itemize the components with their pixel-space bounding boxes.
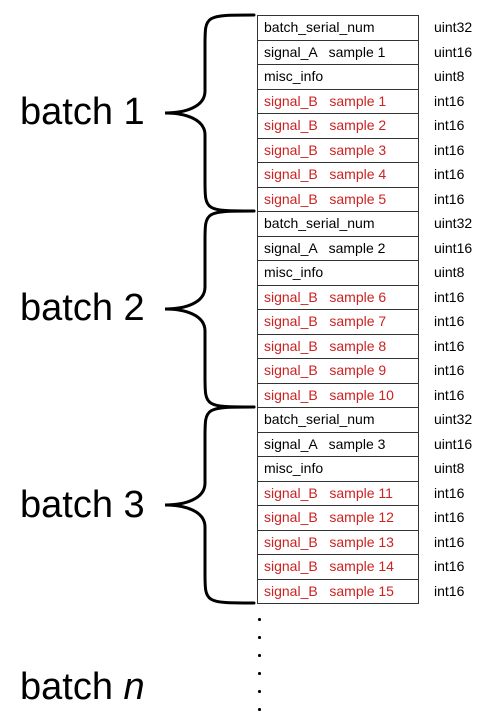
field-name: signal_A sample 3 [264,435,386,452]
table-row: signal_B sample 7 int16 [257,310,464,335]
field-name: signal_B sample 8 [264,337,387,354]
field-dtype: int16 [434,509,465,525]
field-dtype: int16 [434,313,465,329]
field-dtype: uint8 [434,68,465,84]
field-dtype: int16 [434,141,465,158]
field-dtype: uint32 [434,19,473,35]
field-dtype: int16 [434,558,465,574]
batch-label-n: batch n [20,668,145,706]
table-row: signal_B sample 11 int16 [257,481,464,506]
table-row: signal_B sample 10 int16 [257,383,464,408]
field-name: batch_serial_num [264,19,375,35]
batch-label-3: batch 3 [20,484,145,526]
table-row: batch_serial_num uint32 [257,408,472,433]
field-dtype: int16 [434,337,465,354]
field-dtype: int16 [434,190,465,207]
field-dtype: uint32 [434,411,473,427]
field-dtype: uint16 [434,435,473,452]
field-name: signal_B sample 15 [264,582,394,599]
field-dtype: int16 [434,117,465,133]
field-name: signal_B sample 6 [264,288,387,305]
field-dtype: int16 [434,92,465,109]
brace-batch-2 [164,209,256,409]
field-name: signal_A sample 1 [264,43,386,60]
field-dtype: uint16 [434,239,473,256]
table-row: batch_serial_num uint32 [257,212,472,237]
field-name: batch_serial_num [264,215,375,231]
field-dtype: int16 [434,533,465,550]
table-row: batch_serial_num uint32 [257,16,472,41]
field-name: signal_B sample 11 [264,484,393,501]
field-dtype: uint32 [434,215,473,231]
field-name: signal_B sample 14 [264,558,394,574]
table-row: signal_B sample 9 int16 [257,359,464,384]
field-name: misc_info [264,68,324,84]
table-row: signal_B sample 1 int16 [257,89,464,114]
table-row: signal_B sample 2 int16 [257,114,464,139]
brace-batch-1 [164,13,256,213]
field-name: misc_info [264,264,324,280]
batch-label-2: batch 2 [20,287,145,329]
table-row: misc_info uint8 [257,65,464,90]
field-dtype: int16 [434,288,465,305]
field-name: signal_B sample 4 [264,166,387,182]
field-name: signal_B sample 5 [264,190,387,207]
field-name: signal_B sample 13 [264,533,394,550]
field-dtype: int16 [434,166,465,182]
field-name: signal_B sample 2 [264,117,387,133]
table-row: misc_info uint8 [257,457,464,482]
field-name: signal_B sample 12 [264,509,394,525]
field-name: signal_B sample 9 [264,362,387,378]
table-row: signal_B sample 8 int16 [257,334,464,359]
batch-n-variable: n [123,666,145,708]
field-dtype: int16 [434,484,465,501]
table-row: signal_B sample 13 int16 [257,530,464,555]
table-row: signal_B sample 4 int16 [257,163,464,188]
field-name: batch_serial_num [264,411,375,427]
brace-batch-3 [164,405,256,605]
field-name: signal_B sample 7 [264,313,387,329]
table-row: signal_B sample 14 int16 [257,555,464,580]
field-dtype: int16 [434,386,465,403]
field-name: signal_B sample 10 [264,386,394,403]
field-name: signal_A sample 2 [264,239,386,256]
table-row: signal_B sample 3 int16 [257,138,464,163]
field-name: misc_info [264,460,324,476]
table-row: signal_B sample 5 int16 [257,187,464,212]
table-row: signal_A sample 2 uint16 [257,236,472,261]
table-row: signal_B sample 15 int16 [257,579,464,604]
field-name: signal_B sample 3 [264,141,387,158]
table-row: signal_A sample 3 uint16 [257,432,472,457]
table-row: misc_info uint8 [257,261,464,286]
batch-label-1: batch 1 [20,91,145,133]
field-dtype: uint16 [434,43,473,60]
table-row: signal_B sample 6 int16 [257,285,464,310]
field-dtype: uint8 [434,264,465,280]
field-name: signal_B sample 1 [264,92,387,109]
batch-n-prefix: batch [20,666,124,708]
field-dtype: int16 [434,362,465,378]
table-row: signal_B sample 12 int16 [257,506,464,531]
field-dtype: int16 [434,582,465,599]
packet-table: batch_serial_num uint32 signal_A sample 1 u… [257,15,472,604]
table-row: signal_A sample 1 uint16 [257,40,472,65]
field-dtype: uint8 [434,460,465,476]
